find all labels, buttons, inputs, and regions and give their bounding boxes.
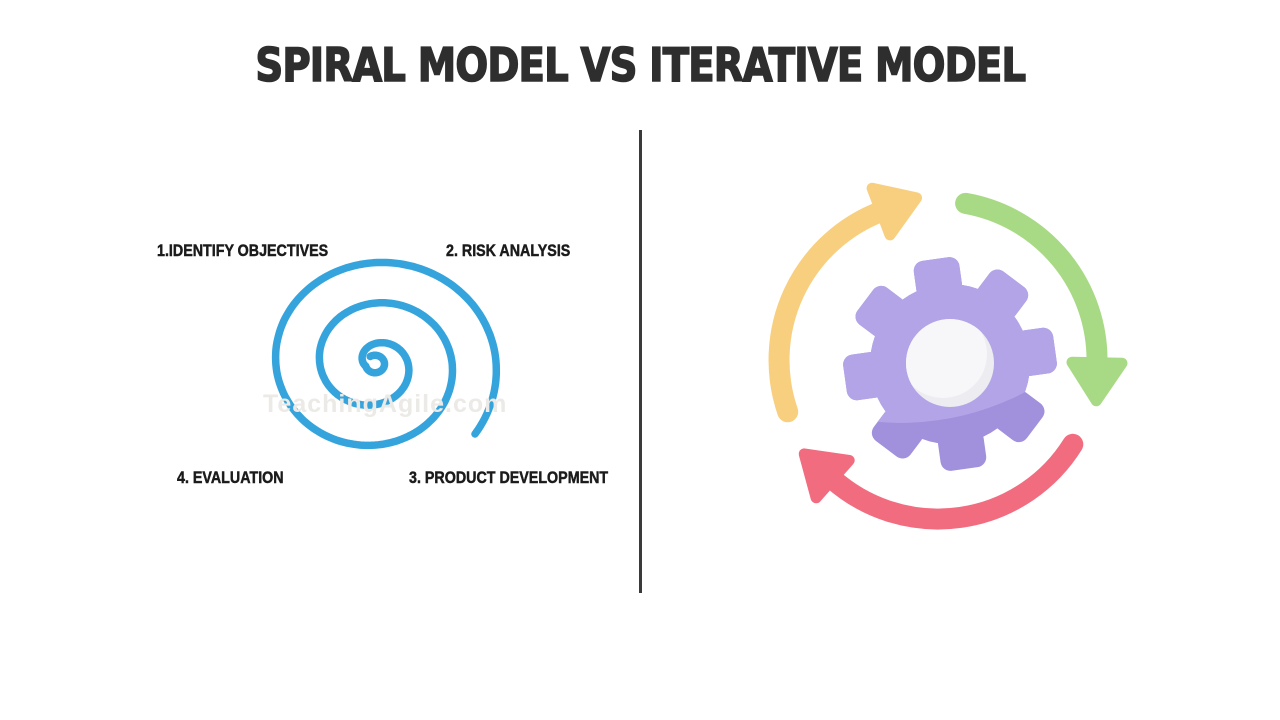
spiral-step-2-label: 2. RISK ANALYSIS [446,241,571,261]
gear-hub-highlight [906,319,987,398]
title-bar: SPIRAL MODEL VS ITERATIVE MODEL [0,37,1280,93]
spiral-step-4-label: 4. EVALUATION [177,468,284,488]
cycle-arrow-top-icon [768,182,922,423]
cycle-arrow-bottom-icon [798,433,1084,530]
cycle-arrow-right-icon [955,192,1128,407]
spiral-icon [271,258,501,450]
spiral-step-3-label: 3. PRODUCT DEVELOPMENT [409,468,609,488]
watermark: TeachingAgile.com [263,390,508,418]
page-title: SPIRAL MODEL VS ITERATIVE MODEL [254,37,1026,93]
spiral-step-1-label: 1.IDENTIFY OBJECTIVES [157,241,329,261]
vertical-divider [639,130,642,593]
